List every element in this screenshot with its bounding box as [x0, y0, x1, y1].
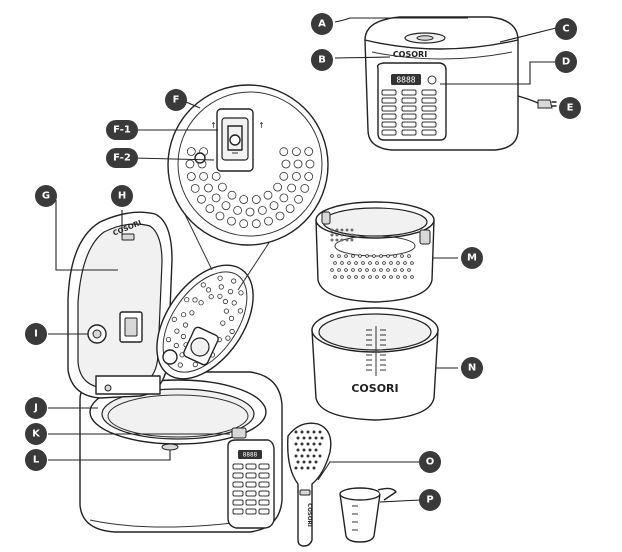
magnified-detail: ↑ ↑	[167, 84, 329, 291]
label-J: J	[25, 397, 47, 419]
pot-measure-marks	[366, 326, 386, 376]
svg-text:C: C	[562, 24, 569, 35]
svg-text:N: N	[468, 363, 476, 374]
steamer-basket-illustration	[315, 201, 435, 303]
svg-text:D: D	[562, 57, 570, 68]
pot-brand: COSORI	[351, 382, 398, 395]
label-D: D	[555, 51, 577, 73]
label-C: C	[555, 18, 577, 40]
svg-text:I: I	[34, 329, 38, 340]
svg-text:F-1: F-1	[113, 125, 131, 136]
svg-text:K: K	[32, 429, 41, 440]
label-B: B	[311, 49, 333, 71]
svg-text:G: G	[42, 191, 50, 202]
small-cooker-buttons	[381, 75, 437, 136]
main-cooker-illustration: 8888	[79, 371, 283, 533]
main-cooker-display: 8888	[243, 452, 258, 459]
label-F2: F-2	[106, 148, 138, 168]
svg-text:F-2: F-2	[113, 153, 131, 164]
label-F1: F-1	[106, 120, 138, 140]
inner-lid-plate-illustration	[156, 264, 254, 380]
rice-paddle-illustration: COSORI	[287, 422, 332, 547]
label-G: G	[35, 185, 57, 207]
svg-text:O: O	[426, 457, 435, 468]
main-cooker-buttons	[232, 463, 270, 515]
label-P: P	[419, 489, 441, 511]
label-E: E	[559, 97, 581, 119]
outer-lid-illustration: COSORI	[67, 211, 173, 399]
paddle-brand: COSORI	[306, 503, 312, 527]
svg-text:L: L	[33, 455, 40, 466]
label-H: H	[111, 185, 133, 207]
svg-text:E: E	[567, 103, 574, 114]
label-L: L	[25, 449, 47, 471]
label-K: K	[25, 423, 47, 445]
label-M: M	[461, 247, 483, 269]
svg-text:M: M	[467, 253, 477, 264]
basket-holes	[330, 228, 414, 279]
svg-text:A: A	[318, 19, 326, 30]
label-N: N	[461, 357, 483, 379]
measuring-cup-illustration	[339, 487, 397, 543]
small-cooker-display: 8888	[396, 76, 415, 85]
inner-pot-illustration: COSORI	[311, 307, 439, 421]
leader-lines	[48, 17, 557, 503]
small-cooker-brand: COSORI	[393, 50, 427, 59]
label-I: I	[25, 323, 47, 345]
svg-text:B: B	[318, 55, 326, 66]
svg-text:P: P	[426, 495, 433, 506]
svg-text:↑: ↑	[258, 121, 265, 130]
label-O: O	[419, 451, 441, 473]
svg-text:J: J	[33, 403, 38, 414]
svg-text:↑: ↑	[210, 121, 217, 130]
paddle-texture	[294, 430, 324, 470]
label-F: F	[165, 89, 187, 111]
svg-text:H: H	[118, 191, 126, 202]
label-A: A	[311, 13, 333, 35]
svg-text:F: F	[173, 95, 180, 106]
